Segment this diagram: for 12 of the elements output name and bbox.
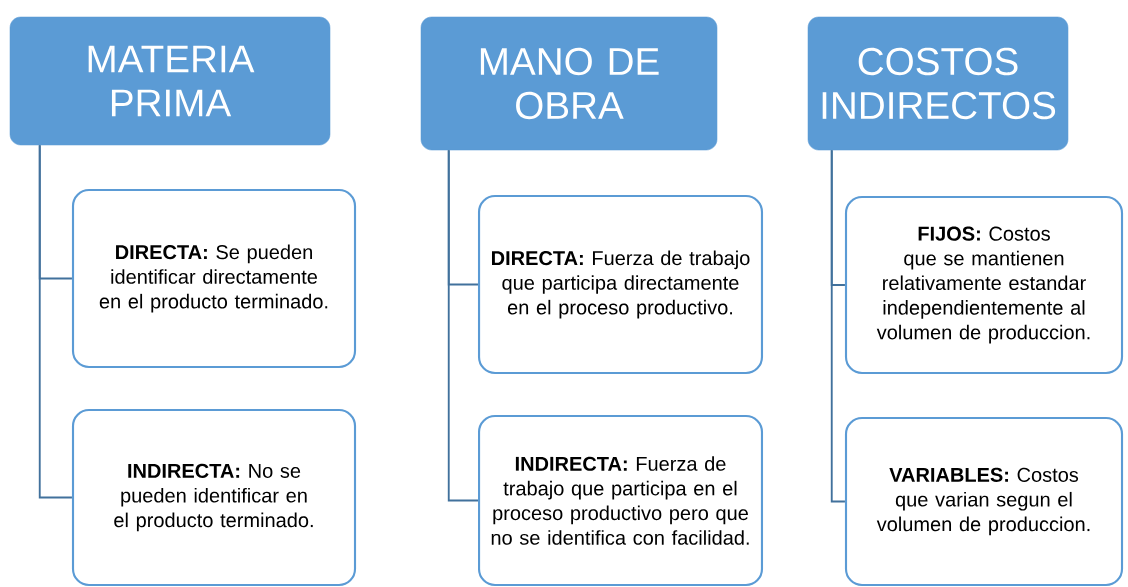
header-box: MANO DE OBRA [420,16,718,151]
connector-line [38,144,73,499]
connector-line [447,149,479,502]
header-box: COSTOS INDIRECTOS [807,16,1069,151]
text-box: DIRECTA: Se pueden identificar directamente en el producto terminado. [71,188,357,369]
text-box: VARIABLES: Costos que varian segun el volumen de produccion. [844,416,1124,587]
connector-line [830,149,846,503]
text-box: INDIRECTA: Fuerza de trabajo que participa en el proceso productivo pero que no se identifica con facilidad. [477,414,764,587]
text-box: INDIRECTA: No se pueden identificar en el producto terminado. [71,408,357,587]
header-box: MATERIA PRIMA [9,16,331,146]
text-box: DIRECTA: Fuerza de trabajo que participa directamente en el proceso productivo. [477,194,764,375]
text-box: FIJOS: Costos que se mantienen relativamente estandar independientemente al volumen de produccion. [844,195,1124,375]
